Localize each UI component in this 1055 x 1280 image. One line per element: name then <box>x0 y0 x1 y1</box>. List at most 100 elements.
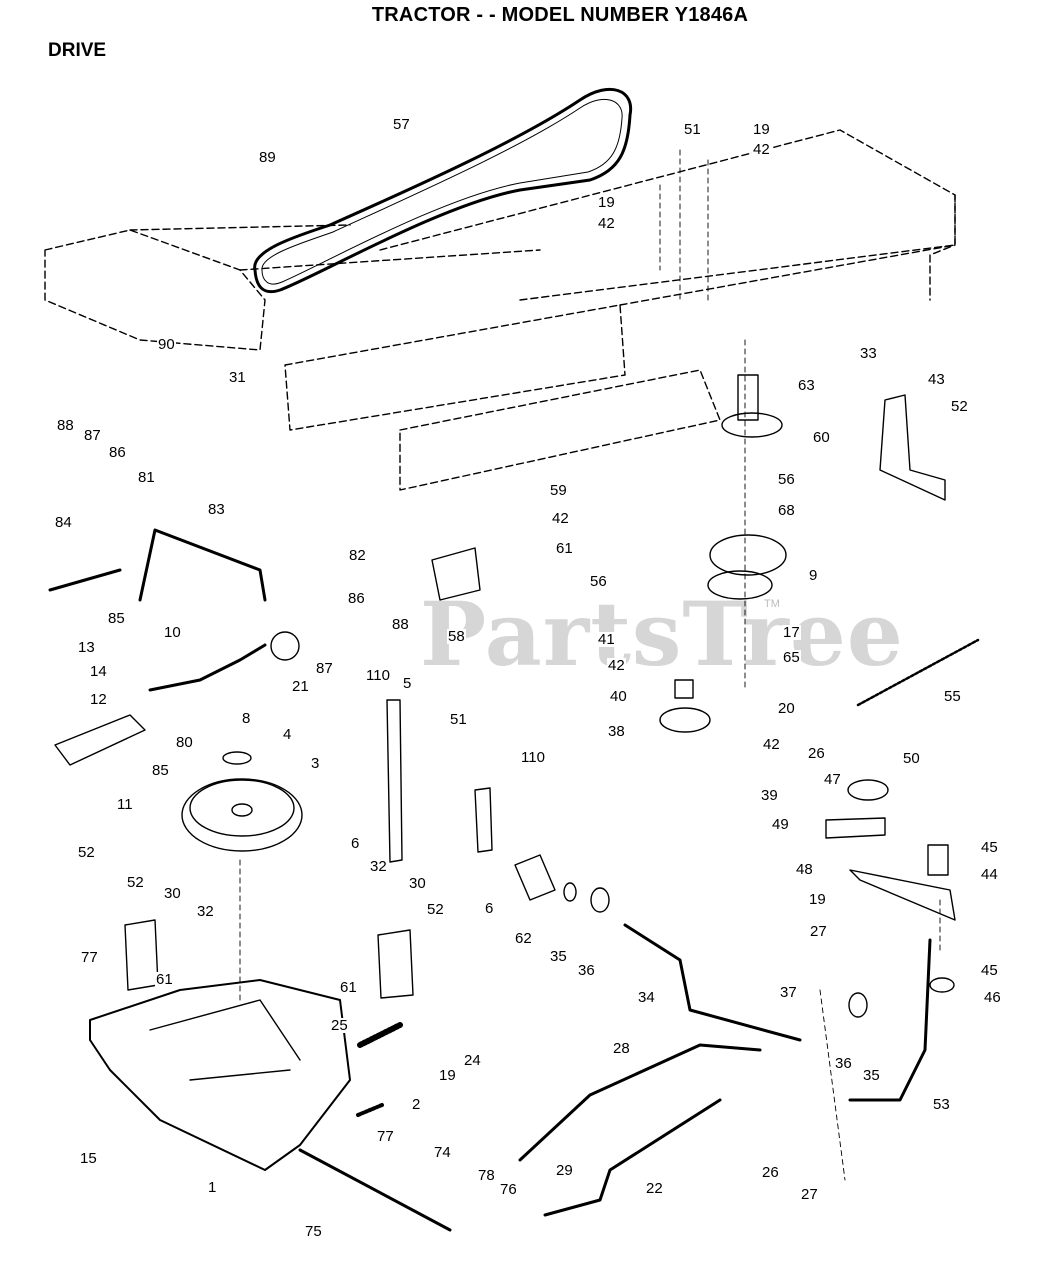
collar-46 <box>929 977 955 993</box>
spring-2 <box>356 1103 384 1117</box>
callout-83: 83 <box>207 501 226 518</box>
drive-pulley-inner <box>189 779 295 837</box>
callout-90: 90 <box>157 336 176 353</box>
bracket-58 <box>431 547 481 601</box>
spring-55 <box>856 638 980 707</box>
callout-42: 42 <box>551 510 570 527</box>
callout-37: 37 <box>779 984 798 1001</box>
callout-39: 39 <box>760 787 779 804</box>
callout-5: 5 <box>402 675 413 692</box>
callout-46: 46 <box>983 989 1002 1006</box>
callout-12: 12 <box>89 691 108 708</box>
callout-81: 81 <box>137 469 156 486</box>
frame-side-rail <box>284 304 626 431</box>
shaft-36 <box>298 1148 452 1232</box>
callout-77: 77 <box>80 949 99 966</box>
callout-29: 29 <box>555 1162 574 1179</box>
callout-35: 35 <box>862 1067 881 1084</box>
callout-28: 28 <box>612 1040 631 1057</box>
callout-89: 89 <box>258 149 277 166</box>
spacer-62 <box>514 854 556 901</box>
callout-21: 21 <box>291 678 310 695</box>
callout-85: 85 <box>151 762 170 779</box>
callout-52: 52 <box>126 874 145 891</box>
callout-82: 82 <box>348 547 367 564</box>
callout-45: 45 <box>980 962 999 979</box>
callout-42: 42 <box>607 657 626 674</box>
callout-24: 24 <box>463 1052 482 1069</box>
washer-36-b <box>848 992 868 1018</box>
callout-36: 36 <box>577 962 596 979</box>
callout-19: 19 <box>597 194 616 211</box>
rod-53 <box>848 938 932 1102</box>
callout-35: 35 <box>549 948 568 965</box>
callout-61: 61 <box>339 979 358 996</box>
callout-60: 60 <box>812 429 831 446</box>
callout-25: 25 <box>330 1017 349 1034</box>
callout-15: 15 <box>79 1150 98 1167</box>
callout-80: 80 <box>175 734 194 751</box>
page-title: TRACTOR - - MODEL NUMBER Y1846A <box>371 4 749 26</box>
shift-lever-81 <box>138 528 267 602</box>
callout-52: 52 <box>426 901 445 918</box>
callout-1: 1 <box>207 1179 218 1196</box>
callout-8: 8 <box>241 710 252 727</box>
frame-right-upper <box>379 129 956 301</box>
callout-34: 34 <box>637 989 656 1006</box>
callout-22: 22 <box>645 1180 664 1197</box>
callout-19: 19 <box>808 891 827 908</box>
callout-36: 36 <box>834 1055 853 1072</box>
callout-47: 47 <box>823 771 842 788</box>
bracket-23 <box>879 394 946 501</box>
callout-55: 55 <box>943 688 962 705</box>
callout-20: 20 <box>777 700 796 717</box>
drive-belt <box>253 87 633 294</box>
spring-25 <box>357 1022 403 1048</box>
rod-84 <box>48 568 122 592</box>
watermark: PartsTree <box>420 582 904 686</box>
callout-78: 78 <box>477 1167 496 1184</box>
callout-86: 86 <box>108 444 127 461</box>
callout-62: 62 <box>514 930 533 947</box>
callout-110: 110 <box>520 749 546 766</box>
callout-76: 76 <box>499 1181 518 1198</box>
callout-59: 59 <box>549 482 568 499</box>
callout-49: 49 <box>771 816 790 833</box>
callout-43: 43 <box>927 371 946 388</box>
callout-6: 6 <box>484 900 495 917</box>
spacer-44 <box>927 844 949 876</box>
callout-17: 17 <box>782 624 801 641</box>
callout-88: 88 <box>391 616 410 633</box>
callout-32: 32 <box>369 858 388 875</box>
pulley-63-shaft <box>737 374 759 421</box>
callout-58: 58 <box>447 628 466 645</box>
rod-22 <box>543 1098 722 1217</box>
bracket-5-right <box>474 787 493 853</box>
callout-26: 26 <box>807 745 826 762</box>
callout-52: 52 <box>950 398 969 415</box>
callout-30: 30 <box>408 875 427 892</box>
callout-110: 110 <box>365 667 391 684</box>
callout-63: 63 <box>797 377 816 394</box>
callout-86: 86 <box>347 590 366 607</box>
callout-31: 31 <box>228 369 247 386</box>
watermark-trademark: TM <box>764 598 780 610</box>
callout-27: 27 <box>800 1186 819 1203</box>
callout-57: 57 <box>392 116 411 133</box>
idler-pulley-38 <box>659 707 711 733</box>
callout-56: 56 <box>777 471 796 488</box>
transaxle <box>89 979 351 1171</box>
frame-cross <box>619 244 956 306</box>
bracket-30-right <box>377 929 414 999</box>
clutch-9 <box>709 534 787 576</box>
callout-42: 42 <box>752 141 771 158</box>
callout-44: 44 <box>980 866 999 883</box>
spacer-40 <box>674 679 694 699</box>
callout-88: 88 <box>56 417 75 434</box>
callout-45: 45 <box>980 839 999 856</box>
callout-52: 52 <box>77 844 96 861</box>
callout-26: 26 <box>761 1164 780 1181</box>
callout-19: 19 <box>752 121 771 138</box>
callout-2: 2 <box>411 1096 422 1113</box>
callout-50: 50 <box>902 750 921 767</box>
